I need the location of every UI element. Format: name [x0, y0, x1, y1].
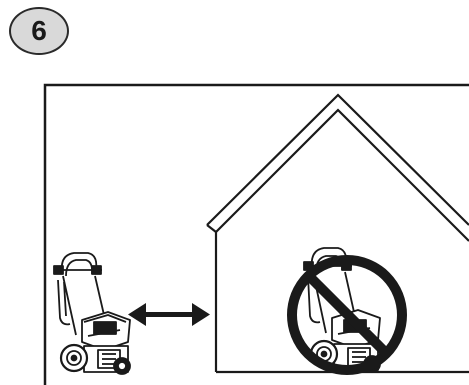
- frame-border: [43, 83, 469, 385]
- double-arrow-icon: [128, 303, 210, 326]
- pressure-washer-icon: [53, 252, 131, 375]
- step-number-badge: 6: [9, 7, 69, 55]
- prohibition-sign-icon: [287, 255, 407, 375]
- step-number: 6: [31, 15, 47, 46]
